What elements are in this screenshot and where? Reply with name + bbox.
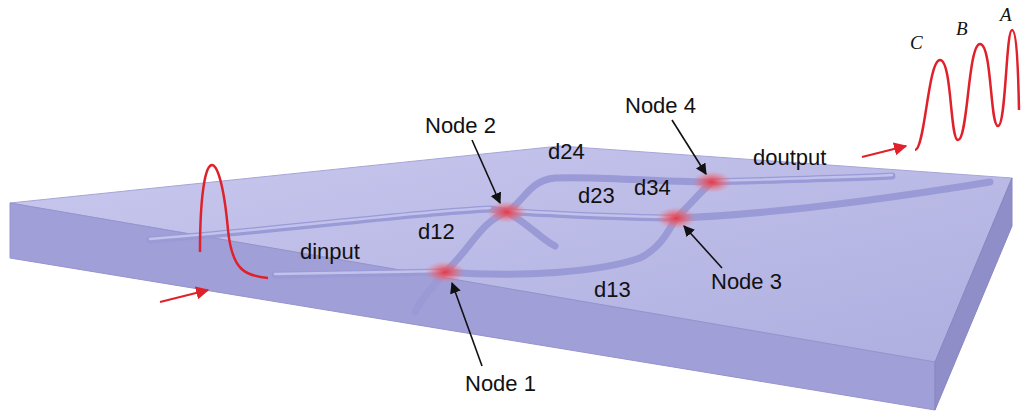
leader-arrows [452, 120, 722, 366]
diagram-label: Node 4 [625, 95, 696, 117]
diagram-label: d34 [634, 177, 671, 199]
node-glow [692, 171, 732, 193]
pulse-label: C [910, 33, 923, 52]
diagram-label: Node 2 [425, 115, 496, 137]
pulse-label: B [956, 19, 968, 38]
output-arrow [862, 146, 906, 157]
pulse-label: A [1000, 5, 1012, 24]
node-glow [425, 261, 465, 283]
diagram-label: Node 3 [711, 271, 782, 293]
diagram-label: d13 [594, 279, 631, 301]
diagram-label: d23 [578, 185, 615, 207]
waveguide-highlights [150, 175, 892, 274]
slab-front [10, 203, 935, 410]
output-pulses [915, 30, 1019, 150]
waveguides [150, 176, 990, 312]
input-arrow [160, 290, 208, 302]
input-pulse [200, 165, 268, 278]
node-glow [656, 207, 696, 229]
slab-side [935, 178, 1012, 410]
diagram-label: d12 [418, 221, 455, 243]
diagram-label: doutput [753, 147, 826, 169]
diagram-label: d24 [548, 141, 585, 163]
diagram-label: Node 1 [465, 373, 536, 395]
diagram-label: dinput [300, 241, 360, 263]
node-glow [487, 201, 527, 223]
